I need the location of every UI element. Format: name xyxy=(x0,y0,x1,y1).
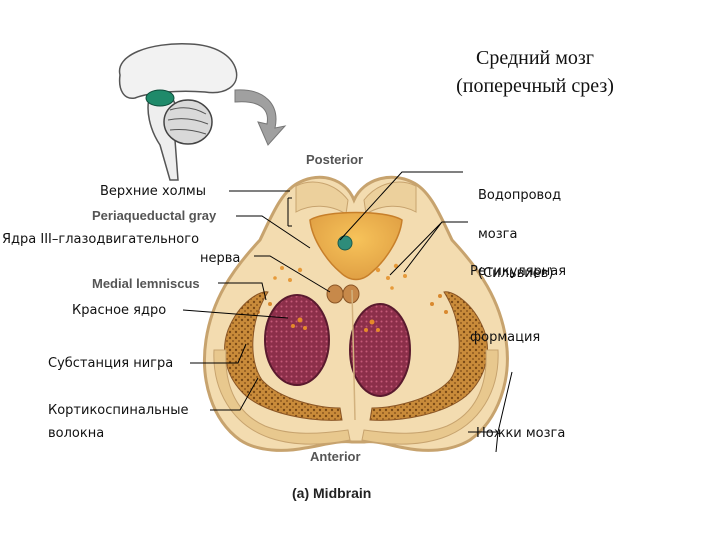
red-nucleus-right xyxy=(350,304,410,396)
caption-letter: (a) xyxy=(292,485,309,501)
label-oculomotor-nuclei-2: нерва xyxy=(200,250,240,267)
label-reticular-2: формация xyxy=(470,327,566,349)
label-reticular-formation: Ретикулярная формация xyxy=(470,217,566,371)
diagram-title: Средний мозг (поперечный срез) xyxy=(420,44,650,100)
label-red-nucleus: Красное ядро xyxy=(72,302,166,319)
label-medial-lemniscus: Medial lemniscus xyxy=(92,276,200,291)
caption-text: Midbrain xyxy=(313,485,371,501)
label-reticular-1: Ретикулярная xyxy=(470,261,566,283)
anterior-label: Anterior xyxy=(310,449,361,464)
label-cerebral-peduncles: Ножки мозга xyxy=(476,425,565,442)
figure-caption: (a) Midbrain xyxy=(292,485,371,501)
brain-orientation-thumbnail xyxy=(120,44,285,180)
label-aqueduct-1: Водопровод xyxy=(478,189,561,202)
label-corticospinal-1: Кортикоспинальные xyxy=(48,402,189,419)
title-line-1: Средний мозг xyxy=(420,44,650,72)
posterior-label: Posterior xyxy=(306,152,363,167)
midbrain-section xyxy=(204,177,507,450)
label-superior-colliculi: Верхние холмы xyxy=(100,183,206,200)
label-substantia-nigra: Субстанция нигра xyxy=(48,355,173,372)
red-nucleus-left xyxy=(265,295,329,385)
label-oculomotor-nuclei-1: Ядра III–глазодвигательного xyxy=(2,231,199,248)
cerebral-aqueduct xyxy=(338,236,352,250)
label-corticospinal-2: волокна xyxy=(48,425,104,442)
arrow-icon xyxy=(235,90,285,145)
title-line-2: (поперечный срез) xyxy=(420,72,650,100)
label-periaqueductal-gray: Periaqueductal gray xyxy=(92,208,216,223)
